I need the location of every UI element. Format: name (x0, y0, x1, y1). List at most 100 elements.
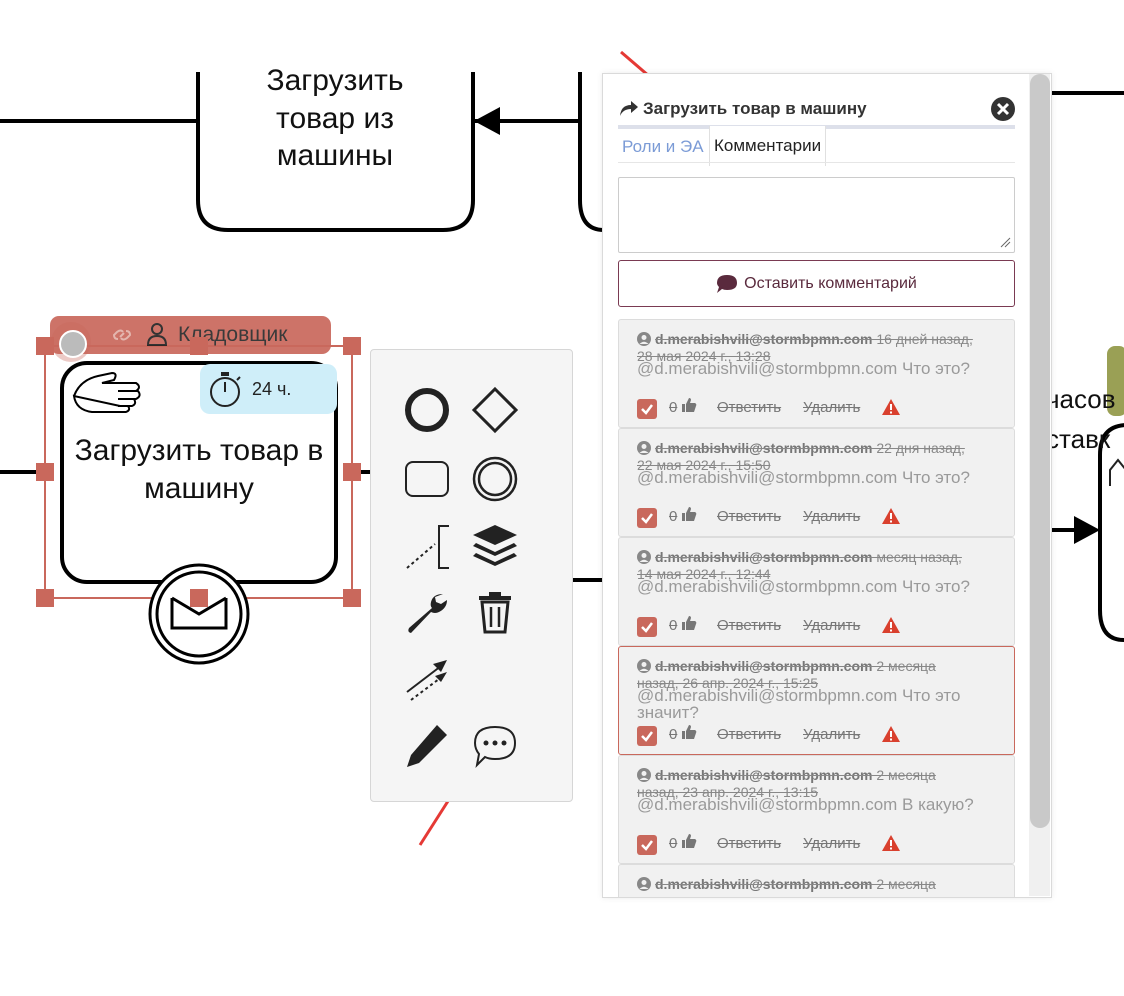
annotation-icon (406, 525, 449, 569)
comment-date: 22 дня назад, 22 мая 2024 г., 15:50 (637, 440, 965, 473)
intermediate-event-icon (472, 456, 518, 502)
resize-handle[interactable] (36, 589, 54, 607)
like-button[interactable] (681, 724, 697, 744)
delete-link[interactable]: Удалить (803, 508, 861, 525)
comment-author[interactable]: d.merabishvili@stormbpmn.com (655, 440, 873, 456)
like-button[interactable] (681, 615, 697, 635)
delete-button[interactable] (469, 586, 521, 638)
comment-author[interactable]: d.merabishvili@stormbpmn.com (655, 658, 873, 674)
thumbs-up-icon (682, 725, 697, 739)
comment-author[interactable]: d.merabishvili@stormbpmn.com (655, 549, 873, 565)
like-count: 0 (669, 508, 678, 525)
tab-roles[interactable]: Роли и ЭА (622, 137, 704, 156)
like-button[interactable] (681, 506, 697, 526)
warning-icon (882, 835, 900, 851)
reply-link[interactable]: Ответить (717, 835, 782, 852)
task-label: Загрузить товар из машины (266, 64, 404, 172)
comment-date: месяц назад, 14 мая 2024 г., 12:44 (637, 549, 962, 582)
check-icon (641, 622, 653, 633)
resolve-checkbox[interactable] (637, 726, 657, 746)
comment-item: d.merabishvili@stormbpmn.com 16 дней наз… (618, 319, 1015, 428)
resize-handle[interactable] (343, 463, 361, 481)
delete-link[interactable]: Удалить (803, 835, 861, 852)
comment-item: d.merabishvili@stormbpmn.com 22 дня наза… (618, 428, 1015, 537)
arrow-head-icon (1074, 516, 1100, 544)
annotation-button[interactable] (401, 520, 453, 572)
like-button[interactable] (681, 397, 697, 417)
timer-badge[interactable]: 24 ч. (200, 364, 337, 414)
comment-item: d.merabishvili@stormbpmn.com 2 месяца (618, 864, 1015, 897)
task-button[interactable] (401, 453, 453, 505)
comment-meta: d.merabishvili@stormbpmn.com 2 месяца на… (637, 658, 977, 692)
panel-scrollbar-thumb[interactable] (1030, 74, 1050, 828)
report-button[interactable] (881, 725, 901, 747)
like-count: 0 (669, 617, 678, 634)
resize-handle[interactable] (36, 463, 54, 481)
report-button[interactable] (881, 834, 901, 856)
delete-link[interactable]: Удалить (803, 726, 861, 743)
connect-button[interactable] (401, 652, 453, 704)
avatar-icon (637, 332, 651, 346)
intermediate-event-button[interactable] (469, 453, 521, 505)
comment-button[interactable] (469, 719, 521, 771)
resize-handle[interactable] (36, 337, 54, 355)
like-count: 0 (669, 835, 678, 852)
start-event-button[interactable] (401, 384, 453, 436)
comment-author[interactable]: d.merabishvili@stormbpmn.com (655, 876, 873, 892)
reply-link[interactable]: Ответить (717, 617, 782, 634)
resolve-checkbox[interactable] (637, 508, 657, 528)
share-icon (619, 100, 639, 123)
report-button[interactable] (881, 616, 901, 638)
avatar-icon (637, 768, 651, 782)
reply-link[interactable]: Ответить (717, 508, 782, 525)
warning-icon (882, 617, 900, 633)
avatar-icon (637, 550, 651, 564)
stopwatch-icon (207, 369, 243, 414)
wrench-button[interactable] (401, 586, 453, 638)
panel-title: Загрузить товар в машину (643, 99, 867, 118)
task-shape[interactable] (1098, 423, 1124, 642)
submit-comment-button[interactable]: Оставить комментарий (618, 260, 1015, 307)
layers-button[interactable] (469, 520, 521, 572)
submit-comment-label: Оставить комментарий (744, 274, 917, 292)
thumbs-up-icon (682, 507, 697, 521)
gateway-button[interactable] (469, 384, 521, 436)
properties-panel: Загрузить товар в машину Роли и ЭА Комме… (602, 73, 1052, 898)
tab-comments[interactable]: Комментарии (709, 126, 827, 166)
comment-text: @d.merabishvili@stormbpmn.com Что это? (637, 468, 970, 487)
close-button[interactable] (991, 97, 1015, 121)
resize-handle[interactable] (343, 337, 361, 355)
resize-handle[interactable] (190, 337, 208, 355)
speech-bubble-icon (717, 274, 738, 293)
user-icon (144, 321, 170, 353)
check-icon (641, 513, 653, 524)
comment-author[interactable]: d.merabishvili@stormbpmn.com (655, 767, 873, 783)
report-button[interactable] (881, 507, 901, 529)
resize-handle[interactable] (190, 589, 208, 607)
like-button[interactable] (681, 833, 697, 853)
warning-icon (882, 399, 900, 415)
house-icon (1109, 458, 1124, 486)
tabs-bottom-line (618, 162, 1015, 163)
avatar-icon (637, 441, 651, 455)
resolve-checkbox[interactable] (637, 399, 657, 419)
report-button[interactable] (881, 398, 901, 420)
delete-link[interactable]: Удалить (803, 617, 861, 634)
check-icon (641, 404, 653, 415)
comment-author[interactable]: d.merabishvili@stormbpmn.com (655, 331, 873, 347)
like-count: 0 (669, 399, 678, 416)
check-icon (641, 731, 653, 742)
delete-link[interactable]: Удалить (803, 399, 861, 416)
comment-meta: d.merabishvili@stormbpmn.com 16 дней наз… (637, 331, 977, 365)
task-shape[interactable] (578, 72, 605, 232)
comment-text: @d.merabishvili@stormbpmn.com В какую? (637, 795, 974, 814)
resize-handle[interactable] (343, 589, 361, 607)
reply-link[interactable]: Ответить (717, 726, 782, 743)
resolve-checkbox[interactable] (637, 835, 657, 855)
task-shape[interactable] (196, 72, 475, 232)
comment-textarea[interactable] (618, 177, 1015, 253)
resolve-checkbox[interactable] (637, 617, 657, 637)
edit-button[interactable] (401, 719, 453, 771)
reply-link[interactable]: Ответить (717, 399, 782, 416)
arrow-head-icon (474, 107, 500, 135)
